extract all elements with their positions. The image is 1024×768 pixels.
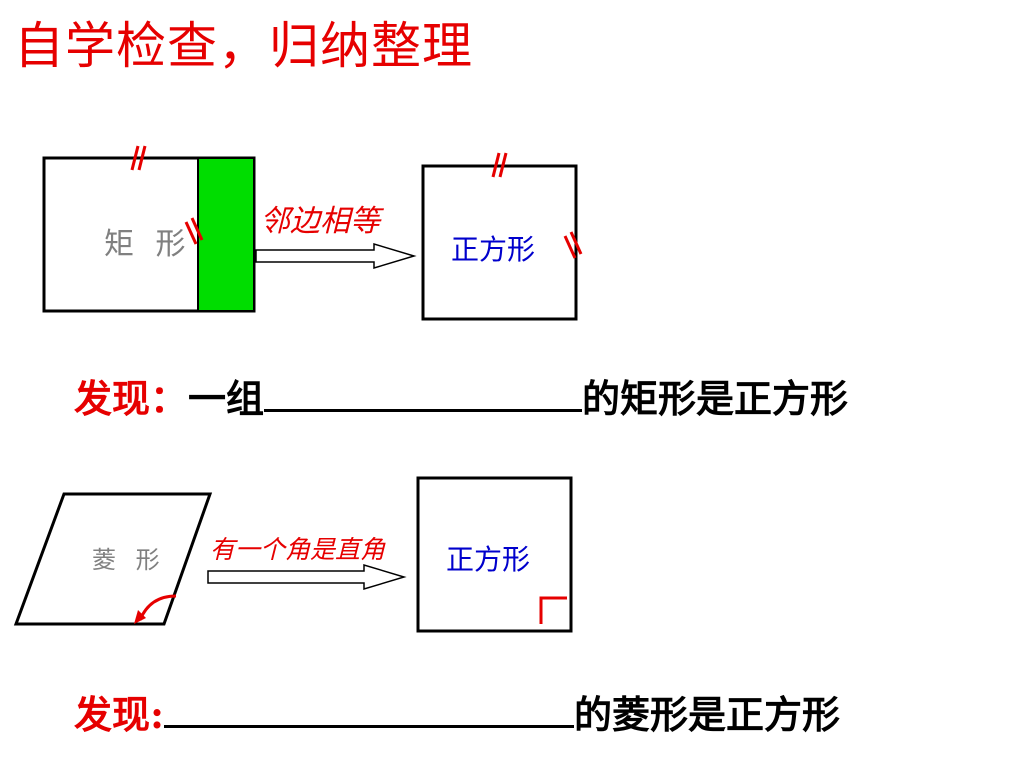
finding-2-lead: 发现: [74,692,165,737]
green-strip [197,157,255,312]
finding-2: 发现: 的菱形是正方形 [74,684,840,739]
slide-title: 自学检查，归纳整理 [14,17,473,75]
rhombus-label: 菱 形 [92,546,166,574]
square-label-1: 正方形 [451,233,536,266]
equal-side-mark-top [130,145,147,171]
right-angle-mark-icon [539,596,567,624]
finding-2-blank[interactable] [164,695,575,728]
rhombus-shape [13,492,213,626]
square-mark-side [563,231,583,259]
finding-2-suffix: 的菱形是正方形 [574,692,841,737]
finding-1-lead: 发现： [74,376,189,421]
arrow-1 [255,242,417,270]
arrow-2 [207,563,407,591]
rectangle-label: 矩 形 [104,227,192,262]
finding-1-suffix: 的矩形是正方形 [582,376,849,421]
condition-label-2: 有一个角是直角 [210,535,386,564]
condition-label-1: 邻边相等 [260,204,380,239]
finding-1: 发现：一组 的矩形是正方形 [74,368,848,423]
square-label-2: 正方形 [446,543,531,576]
finding-1-prefix: 一组 [188,376,265,421]
square-mark-top [491,152,508,178]
square-shape-2 [416,476,573,633]
finding-1-blank[interactable] [264,379,583,412]
angle-arrow-icon [134,594,177,624]
equal-side-mark-side [184,217,204,245]
